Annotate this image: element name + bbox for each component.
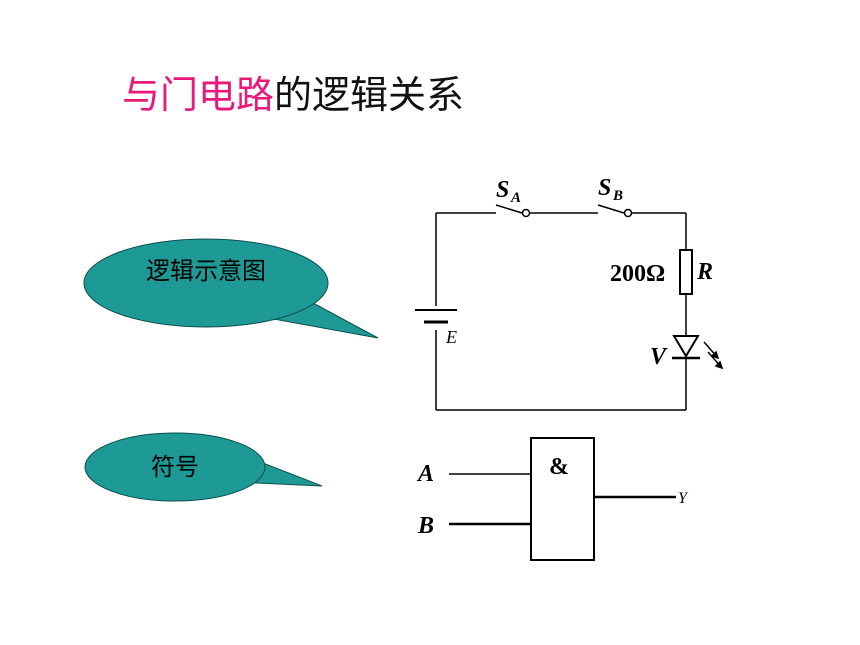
callout-schematic-label: 逻辑示意图 [146,257,266,285]
and-gate-ampersand: & [549,454,569,480]
led-triangle [672,335,700,358]
and-gate-symbol [449,437,676,561]
switch-a-subscript: A [510,190,521,206]
switch-b-contact [623,208,633,218]
switch-a-contact [521,208,531,218]
switch-b-subscript: B [612,188,623,204]
switch-b-blade [597,204,625,214]
resistor-name-label: R [696,259,713,285]
led-ray-1-head [710,350,720,360]
callout-symbol: 符号 [84,432,323,502]
callout-schematic-bubble [83,238,329,328]
callout-symbol-bubble [84,432,266,502]
resistor-body [679,249,693,295]
slide-title: 与门电路的逻辑关系 [122,70,464,120]
output-label: Y [678,490,689,507]
led-label: V [650,344,668,370]
switch-a-label: S [496,177,509,203]
and-circuit-schematic [415,204,724,411]
title-rest: 的逻辑关系 [274,73,465,117]
battery-label: E [445,327,457,347]
resistor-value-label: 200Ω [610,261,665,287]
callout-schematic: 逻辑示意图 [83,238,379,339]
input-b-label: B [417,513,434,539]
title-highlight: 与门电路 [122,73,275,117]
led-ray-2-head [714,360,724,370]
switch-b-label: S [598,175,611,201]
and-gate-box [530,437,595,561]
switch-a-blade [495,204,523,214]
input-a-label: A [416,461,434,487]
callout-symbol-label: 符号 [151,453,199,481]
